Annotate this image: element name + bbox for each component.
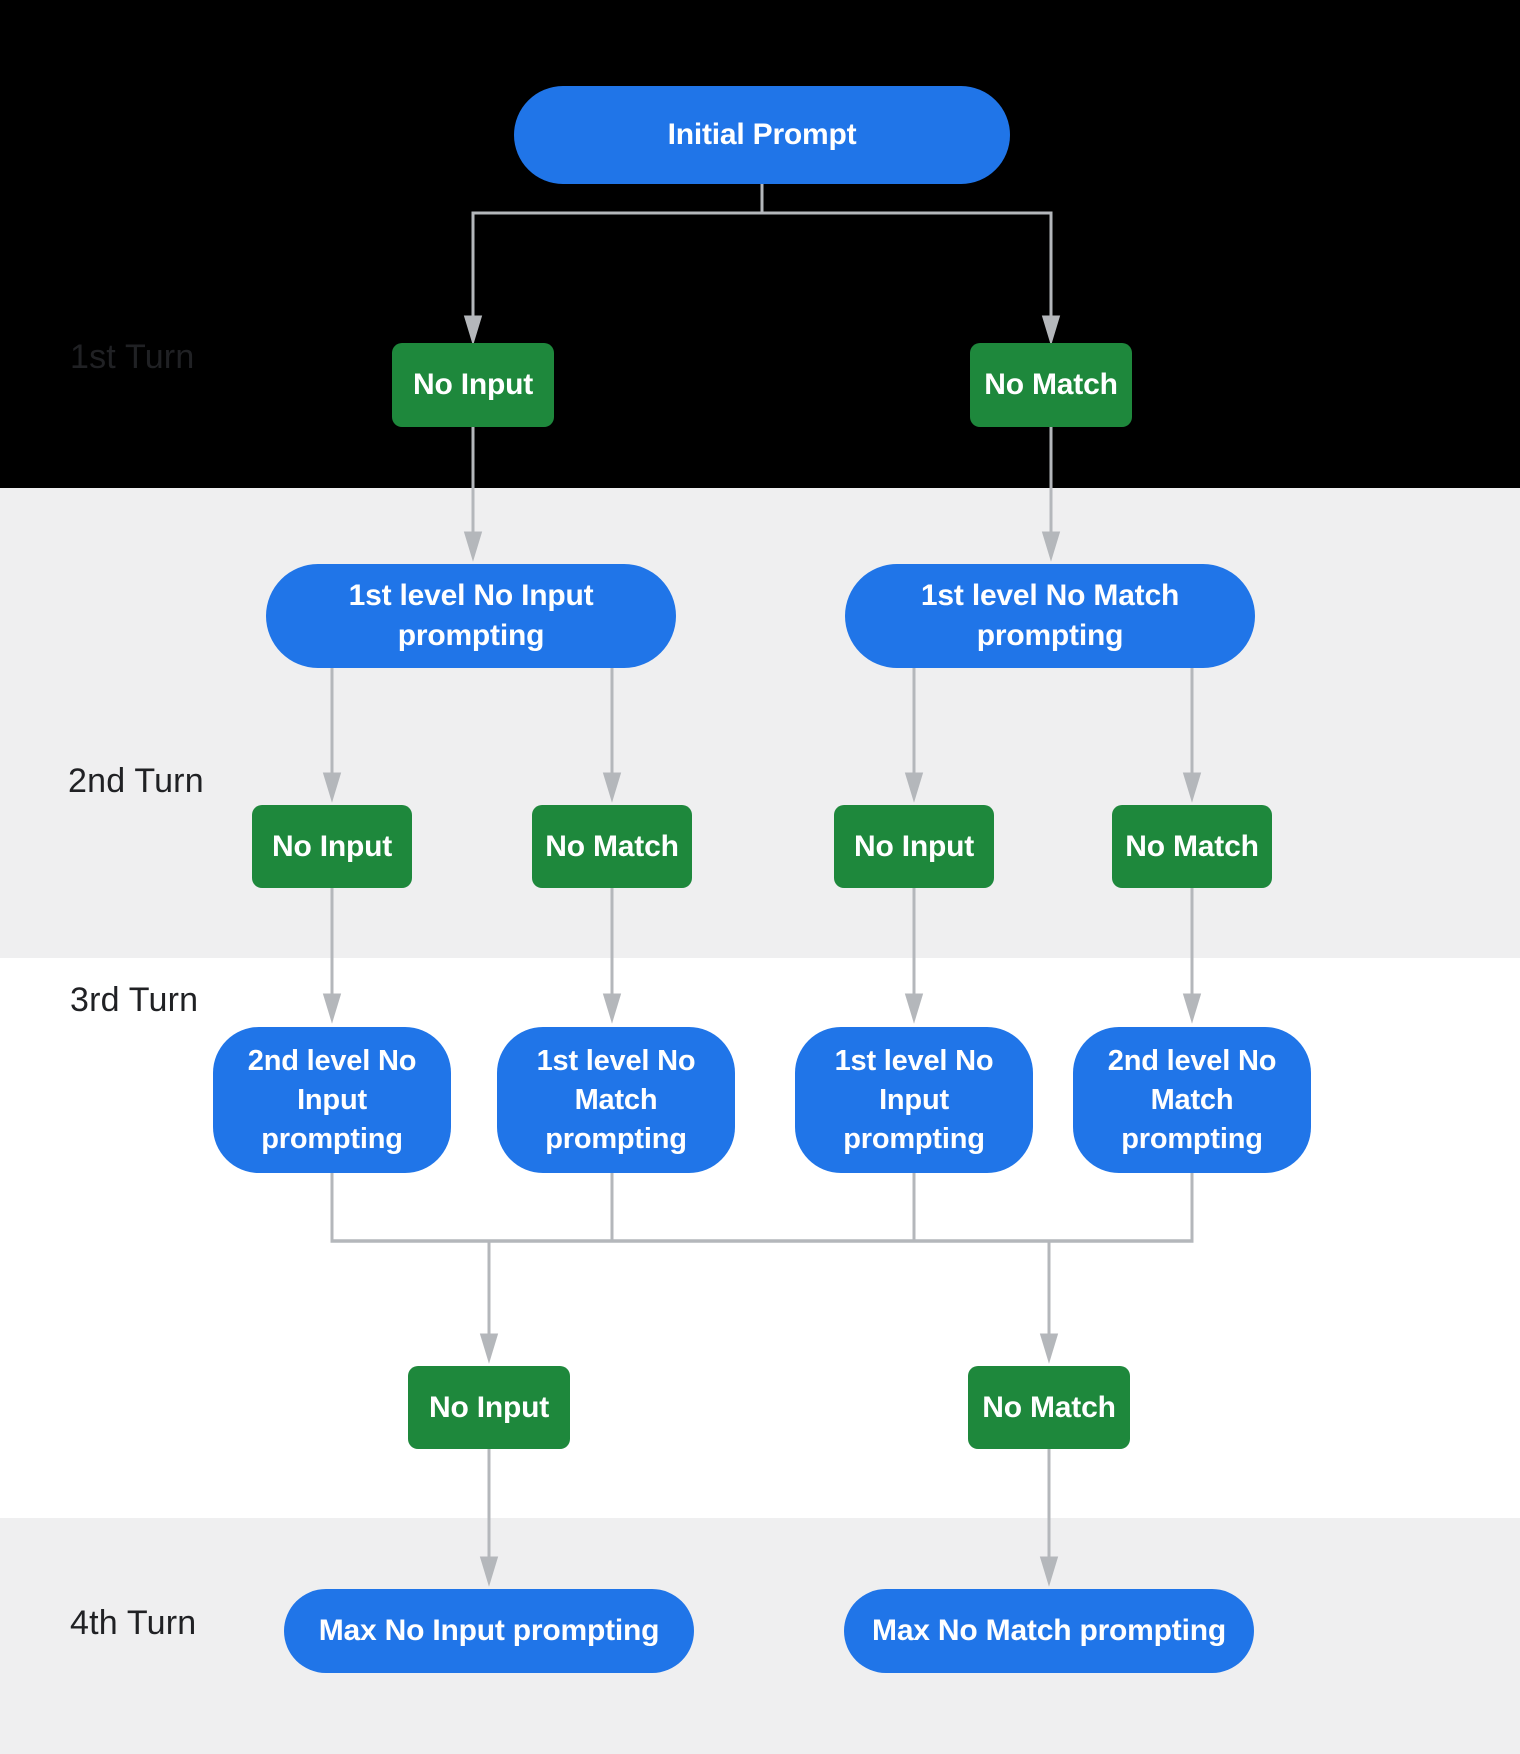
node-turn1-no-input: No Input: [392, 343, 554, 427]
node-turn1-no-match: No Match: [970, 343, 1132, 427]
node-max-no-input-prompting: Max No Input prompting: [284, 1589, 694, 1673]
node-turn2-no-match-left: No Match: [532, 805, 692, 888]
node-2nd-level-no-input-prompting: 2nd level No Input prompting: [213, 1027, 451, 1173]
arrowheads: [322, 315, 1202, 1587]
turn-label-1st: 1st Turn: [70, 338, 195, 376]
node-turn3-no-match: No Match: [968, 1366, 1130, 1449]
turn1-section-background: [0, 0, 1520, 488]
node-turn2-no-input-right: No Input: [834, 805, 994, 888]
node-2nd-level-no-match-prompting: 2nd level No Match prompting: [1073, 1027, 1311, 1173]
turn4-section-background: [0, 1518, 1520, 1754]
turn-label-2nd: 2nd Turn: [68, 762, 204, 800]
node-turn2-no-match-right: No Match: [1112, 805, 1272, 888]
node-turn2-no-input-left: No Input: [252, 805, 412, 888]
node-1st-level-no-match-prompting: 1st level No Match prompting: [845, 564, 1255, 668]
node-1st-level-no-match-prompting-2: 1st level No Match prompting: [497, 1027, 735, 1173]
turn-label-4th: 4th Turn: [70, 1604, 197, 1642]
node-turn3-no-input: No Input: [408, 1366, 570, 1449]
node-1st-level-no-input-prompting: 1st level No Input prompting: [266, 564, 676, 668]
node-initial-prompt: Initial Prompt: [514, 86, 1010, 184]
node-1st-level-no-input-prompting-2: 1st level No Input prompting: [795, 1027, 1033, 1173]
node-max-no-match-prompting: Max No Match prompting: [844, 1589, 1254, 1673]
turn-label-3rd: 3rd Turn: [70, 981, 199, 1019]
